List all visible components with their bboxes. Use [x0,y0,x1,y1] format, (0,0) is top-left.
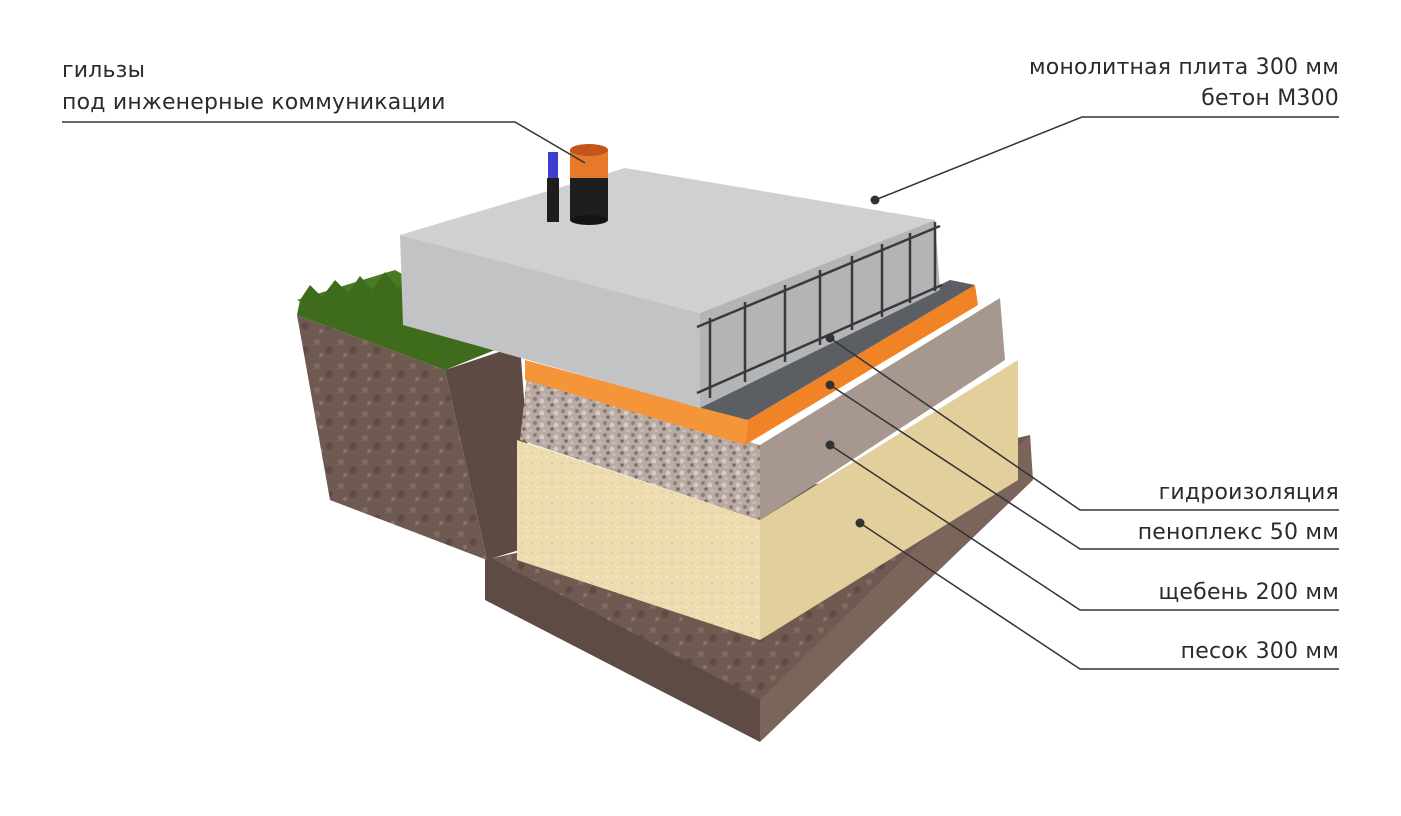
label-sleeves-line1: гильзы [62,58,146,83]
gravel-right [760,298,1005,520]
sleeves [547,144,608,225]
slab-front [400,235,700,408]
slab-top [400,168,935,313]
label-waterproofing: гидроизоляция [1158,480,1339,505]
label-gravel: щебень 200 мм [1158,580,1339,605]
leader-dots [825,195,880,528]
soil-base-front [485,555,760,742]
label-penoplex: пеноплекс 50 мм [1137,520,1339,545]
gravel-front [520,375,760,520]
label-slab-line1: монолитная плита 300 мм [1029,55,1339,80]
soil-block-side [445,345,535,560]
sand-front [517,440,760,640]
label-slab-line2: бетон М300 [1201,86,1339,111]
label-sleeves-line2: под инженерные коммуникации [62,90,446,115]
leader-slab [874,116,1339,201]
insulation-front [525,360,748,445]
sand-right [760,360,1018,640]
leader-waterproofing [829,337,1339,511]
leader-sleeves [62,121,586,164]
insulation-right [745,285,978,445]
leader-sand [859,522,1339,670]
leader-gravel [829,444,1339,611]
soil-block-front [297,315,487,560]
rebar-mesh [696,222,943,398]
waterproofing-right [690,280,975,420]
leader-lines [62,116,1339,670]
leader-penoplex [829,384,1339,550]
label-sand: песок 300 мм [1180,639,1339,664]
